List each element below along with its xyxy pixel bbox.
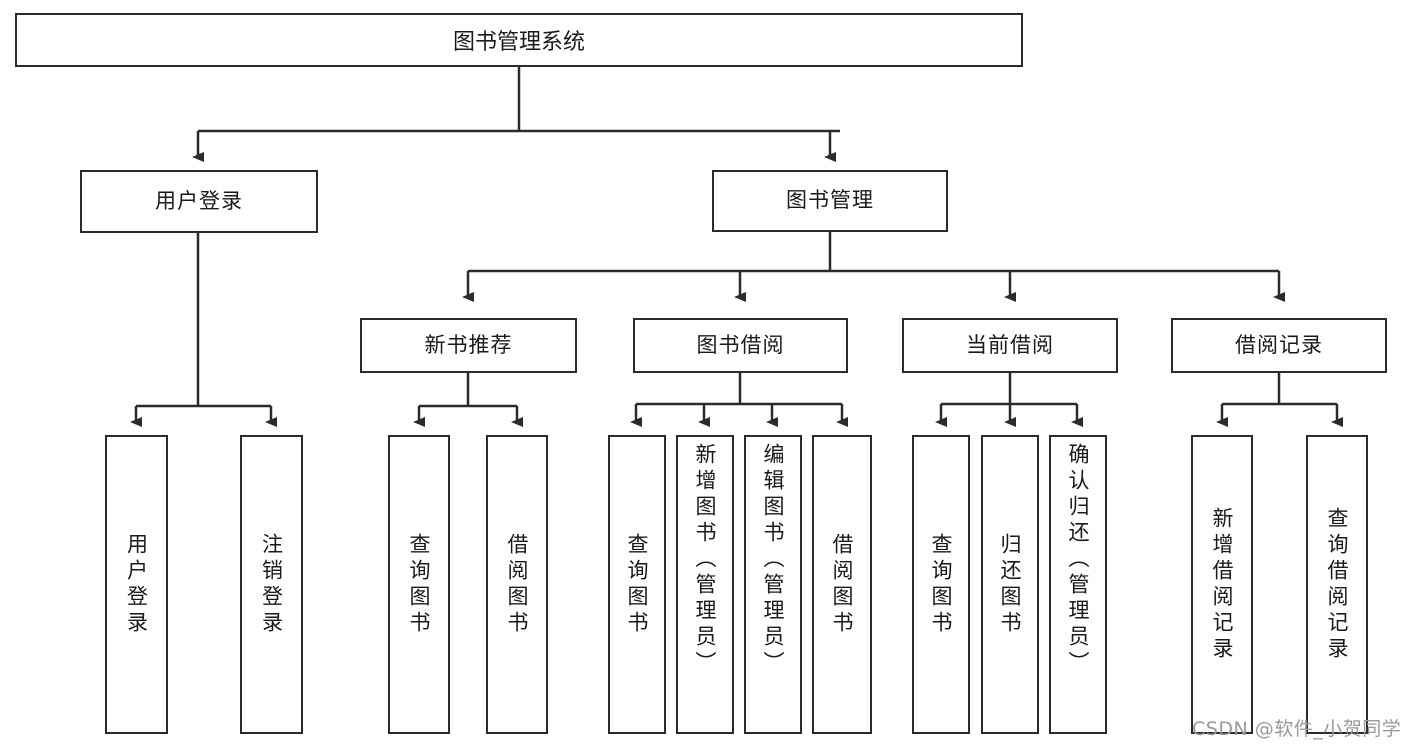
- node-label: 编辑图书（管理员）: [761, 443, 786, 677]
- node-label: 图书管理: [786, 188, 874, 213]
- node-label: 新增借阅记录: [1210, 506, 1235, 663]
- node-root-book-management-system[interactable]: 图书管理系统: [15, 13, 1023, 67]
- node-user-login[interactable]: 用户登录: [80, 170, 318, 233]
- node-label: 新增图书（管理员）: [693, 443, 718, 677]
- node-borrow-record[interactable]: 借阅记录: [1171, 318, 1387, 373]
- node-book-management[interactable]: 图书管理: [712, 170, 948, 232]
- node-label: 图书管理系统: [452, 30, 585, 55]
- node-label: 注销登录: [259, 532, 284, 637]
- leaf-borrow-record-query-record[interactable]: 查询借阅记录: [1306, 435, 1368, 734]
- leaf-new-book-borrow-books[interactable]: 借阅图书: [486, 435, 548, 734]
- leaf-user-login-login[interactable]: 用户登录: [105, 435, 168, 734]
- node-label: 借阅记录: [1235, 332, 1323, 357]
- node-label: 用户登录: [124, 532, 149, 637]
- leaf-book-borrow-add-book-admin[interactable]: 新增图书（管理员）: [676, 435, 734, 734]
- watermark-text: CSDN @软件_小贺同学: [1192, 718, 1402, 740]
- leaf-user-login-logout[interactable]: 注销登录: [240, 435, 303, 734]
- leaf-book-borrow-borrow-books[interactable]: 借阅图书: [812, 435, 872, 734]
- node-label: 当前借阅: [966, 332, 1054, 357]
- node-label: 图书借阅: [696, 332, 785, 357]
- node-label: 借阅图书: [505, 532, 530, 637]
- node-label: 查询图书: [929, 532, 954, 637]
- leaf-new-book-query-books[interactable]: 查询图书: [388, 435, 450, 734]
- leaf-current-borrow-query-books[interactable]: 查询图书: [912, 435, 970, 734]
- node-label: 借阅图书: [830, 532, 855, 637]
- node-book-borrow[interactable]: 图书借阅: [633, 318, 848, 373]
- node-label: 归还图书: [998, 532, 1023, 637]
- leaf-current-borrow-confirm-return-admin[interactable]: 确认归还（管理员）: [1049, 435, 1107, 734]
- leaf-book-borrow-query-books[interactable]: 查询图书: [608, 435, 666, 734]
- node-new-book-recommend[interactable]: 新书推荐: [360, 318, 577, 373]
- node-current-borrow[interactable]: 当前借阅: [902, 318, 1118, 373]
- node-label: 查询图书: [407, 532, 432, 637]
- leaf-book-borrow-edit-book-admin[interactable]: 编辑图书（管理员）: [744, 435, 802, 734]
- node-label: 确认归还（管理员）: [1066, 443, 1091, 677]
- node-label: 查询借阅记录: [1325, 506, 1350, 663]
- node-label: 查询图书: [625, 532, 650, 637]
- node-label: 新书推荐: [424, 332, 513, 357]
- node-label: 用户登录: [155, 188, 243, 213]
- leaf-borrow-record-add-record[interactable]: 新增借阅记录: [1191, 435, 1253, 734]
- leaf-current-borrow-return-books[interactable]: 归还图书: [981, 435, 1039, 734]
